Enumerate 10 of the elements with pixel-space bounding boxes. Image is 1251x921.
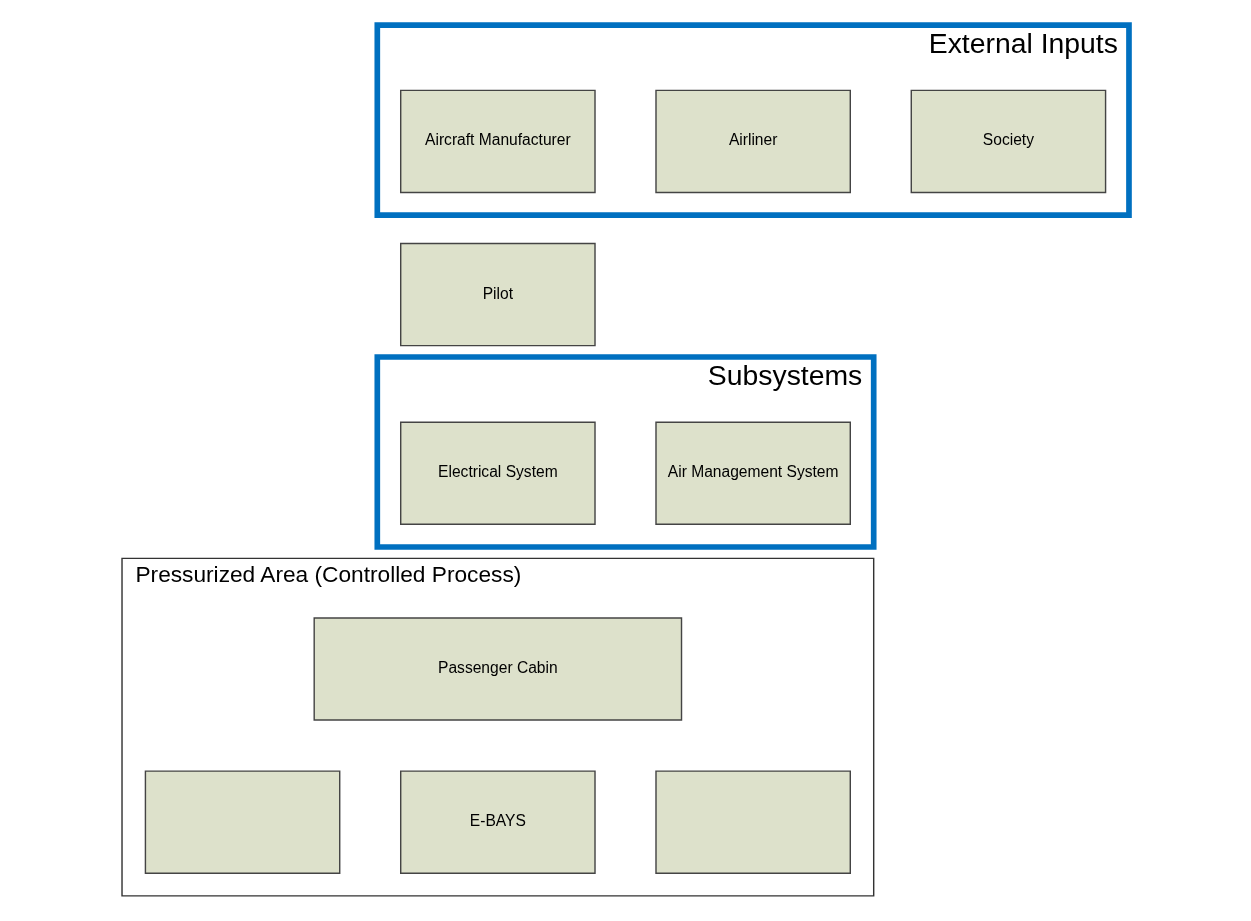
node-box: Air Management System	[655, 421, 851, 526]
node-box	[655, 770, 851, 874]
node-box: Pilot	[400, 242, 596, 347]
node-box: Society	[910, 89, 1107, 194]
node-box	[144, 770, 341, 874]
node-box: Airliner	[655, 89, 851, 194]
node-box: E-BAYS	[400, 770, 596, 874]
node-box: Electrical System	[400, 421, 596, 526]
node-box: Aircraft Manufacturer	[400, 89, 596, 194]
node-box: Passenger Cabin	[313, 617, 683, 721]
